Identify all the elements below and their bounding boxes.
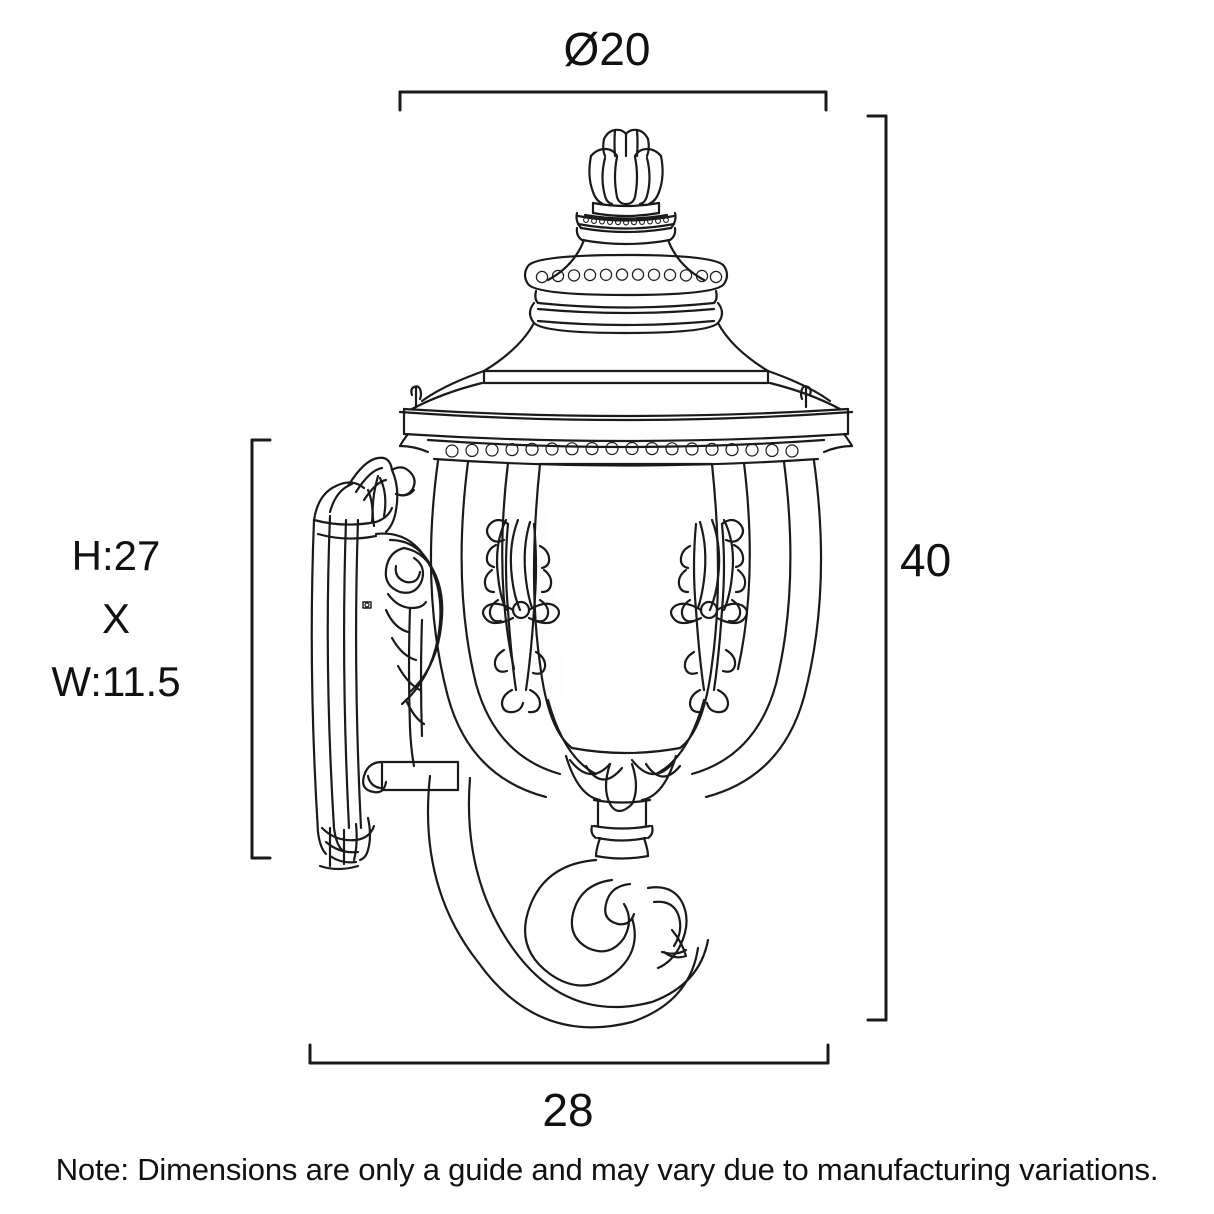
ornament-right [669,518,749,714]
dimension-label-left-separator: X [101,595,130,642]
disclaimer-note: Note: Dimensions are only a guide and ma… [55,1152,1159,1187]
bowl-leaf-cluster [564,754,682,813]
dimension-label-bottom: 28 [542,1084,594,1136]
wall-bracket [310,456,460,871]
dimension-line-right [866,114,888,1022]
dimension-line-bottom [308,1043,830,1065]
lamp-cap-brim [398,369,854,467]
dimension-label-left-width: W:11.5 [51,658,181,705]
dimension-line-left [250,438,272,860]
dimension-line-top [398,90,828,112]
bottom-scroll-tail [426,774,710,1029]
finial-ornament [546,128,706,282]
dimension-label-right: 40 [900,534,952,586]
lamp-cap-upper [482,253,770,373]
dimension-label-top: Ø20 [563,23,651,75]
glass-body [429,459,823,860]
ornament-left [481,518,561,714]
dimension-label-left-height: H:27 [71,532,161,579]
